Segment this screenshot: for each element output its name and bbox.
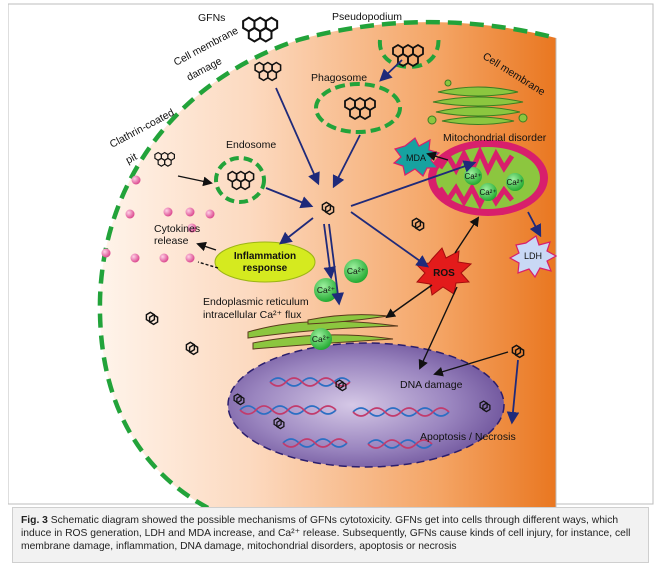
ca-label: Ca²⁺ [479, 188, 496, 197]
calcium-ion [310, 328, 332, 350]
ros-burst [415, 247, 473, 296]
ldh-burst [508, 235, 558, 279]
arrows-blue [265, 59, 542, 425]
label-inflammation-2: response [243, 263, 288, 274]
calcium-ion [344, 259, 368, 283]
gfn-cytotoxicity-diagram: Ca²⁺ Ca²⁺ Ca²⁺ Ca²⁺ Ca²⁺ Ca²⁺ [8, 3, 654, 510]
endosome [214, 156, 266, 204]
label-dna-damage: DNA damage [400, 379, 463, 391]
label-er-2: intracellular Ca²⁺ flux [203, 309, 302, 321]
ca-label: Ca²⁺ [317, 285, 336, 295]
ca-label: Ca²⁺ [506, 178, 523, 187]
caption-text: Schematic diagram showed the possible me… [21, 515, 631, 552]
label-ros: ROS [433, 268, 455, 279]
label-er-1: Endoplasmic reticulum [203, 296, 309, 308]
cell-membrane [97, 19, 557, 510]
label-mitochondrial-disorder: Mitochondrial disorder [443, 132, 547, 144]
label-cytokines-1: Cytokines [154, 223, 200, 235]
mda-burst [392, 137, 441, 177]
ca-label: Ca²⁺ [464, 172, 481, 181]
ca-label: Ca²⁺ [347, 266, 366, 276]
pseudopodium [377, 35, 441, 69]
mitochondrion [428, 140, 548, 216]
label-ldh: LDH [524, 251, 542, 261]
label-clathrin-2: pit [124, 151, 139, 167]
ca-label: Ca²⁺ [312, 334, 331, 344]
dna-strands [239, 377, 450, 449]
calcium-ion [506, 173, 524, 191]
label-mda: MDA [406, 153, 426, 163]
label-phagosome: Phagosome [311, 72, 367, 84]
label-endosome: Endosome [226, 139, 276, 151]
phagosome [314, 82, 402, 134]
label-apoptosis: Apoptosis / Necrosis [420, 431, 516, 443]
calcium-ion [479, 183, 497, 201]
golgi-apparatus [427, 79, 528, 125]
inflammation-response [214, 241, 316, 283]
figure-caption: Fig. 3 Schematic diagram showed the poss… [12, 507, 649, 563]
label-pseudopodium: Pseudopodium [332, 11, 402, 23]
nucleus [227, 342, 505, 468]
label-cytokines-2: release [154, 235, 189, 247]
label-inflammation-1: Inflammation [234, 251, 296, 262]
caption-fig-label: Fig. 3 [21, 515, 48, 526]
arrows-black [177, 151, 509, 377]
cytokines [101, 175, 215, 263]
label-gfns: GFNs [198, 12, 225, 24]
